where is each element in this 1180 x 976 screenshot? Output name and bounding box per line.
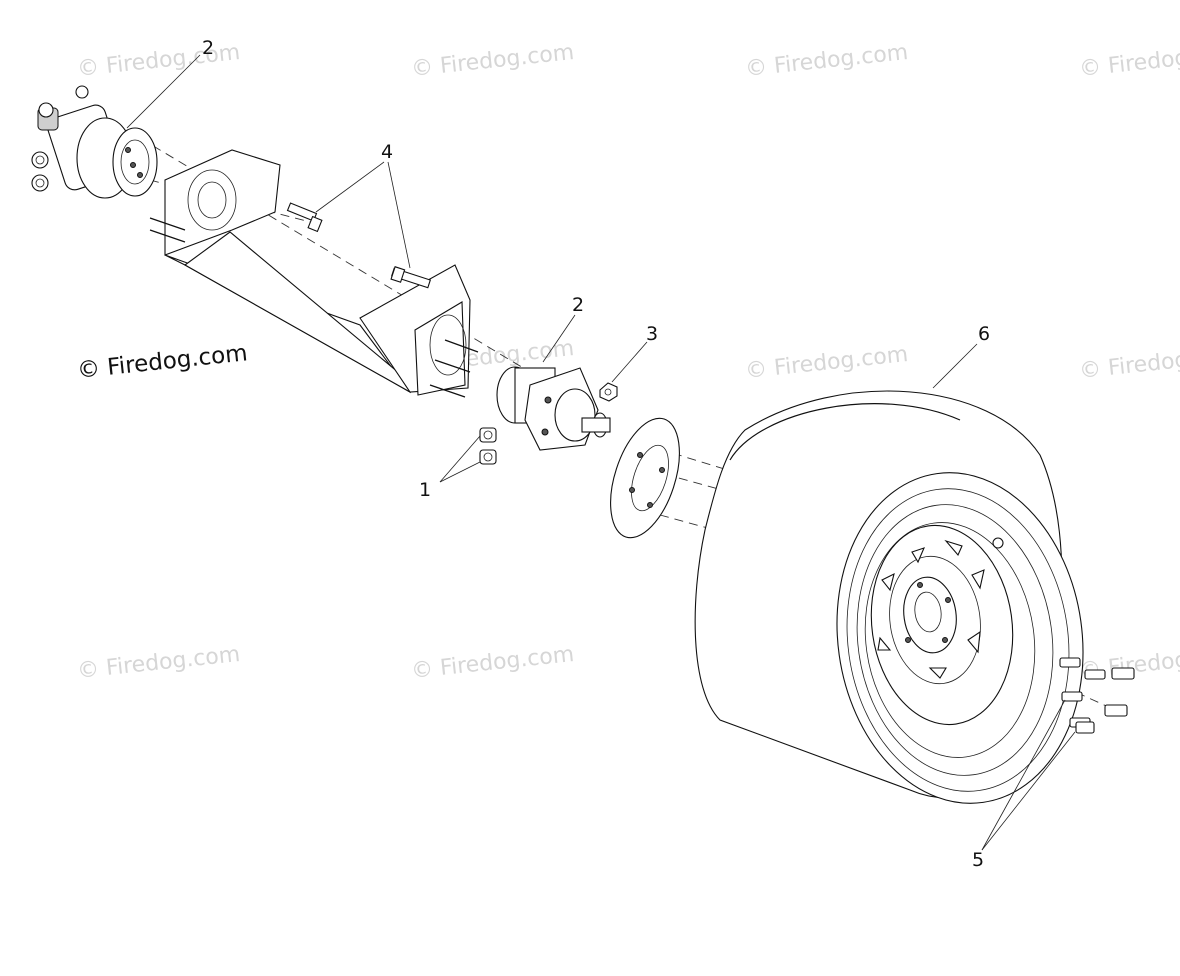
watermark-text: © Firedog.com xyxy=(1078,40,1180,82)
callout-label: 2 xyxy=(202,37,214,59)
callout-label: 6 xyxy=(978,323,990,345)
bolts-item-4 xyxy=(286,202,431,289)
hydraulic-motor-upper xyxy=(31,85,158,199)
watermark-text: © Firedog.com xyxy=(76,642,241,684)
leader-lines xyxy=(126,54,1076,851)
watermark-text: © Firedog.com xyxy=(76,40,241,82)
tire-wheel-assembly xyxy=(694,390,1084,804)
watermark-text-strong: © Firedog.com xyxy=(76,340,249,384)
callout-label: 1 xyxy=(419,479,431,501)
watermark-text: © Firedog.com xyxy=(1078,342,1180,384)
watermark-text: © Firedog.com xyxy=(410,642,575,684)
callout-label: 2 xyxy=(572,294,584,316)
callout-labels: 2 4 2 3 1 6 5 xyxy=(202,37,990,871)
callout-label: 5 xyxy=(972,849,984,871)
callout-label: 4 xyxy=(381,141,393,163)
callout-label: 3 xyxy=(646,323,658,345)
lug-bolts-item-5 xyxy=(1059,657,1135,734)
nut-item-3 xyxy=(599,382,618,402)
wheel-hub xyxy=(610,417,680,539)
watermark-text: © Firedog.com xyxy=(744,342,909,384)
hydraulic-motor-lower xyxy=(496,366,614,451)
watermark-text: © Firedog.com xyxy=(410,40,575,82)
fittings-item-1 xyxy=(479,427,497,465)
mounting-bracket xyxy=(149,149,479,398)
watermark-text: © Firedog.com xyxy=(744,40,909,82)
